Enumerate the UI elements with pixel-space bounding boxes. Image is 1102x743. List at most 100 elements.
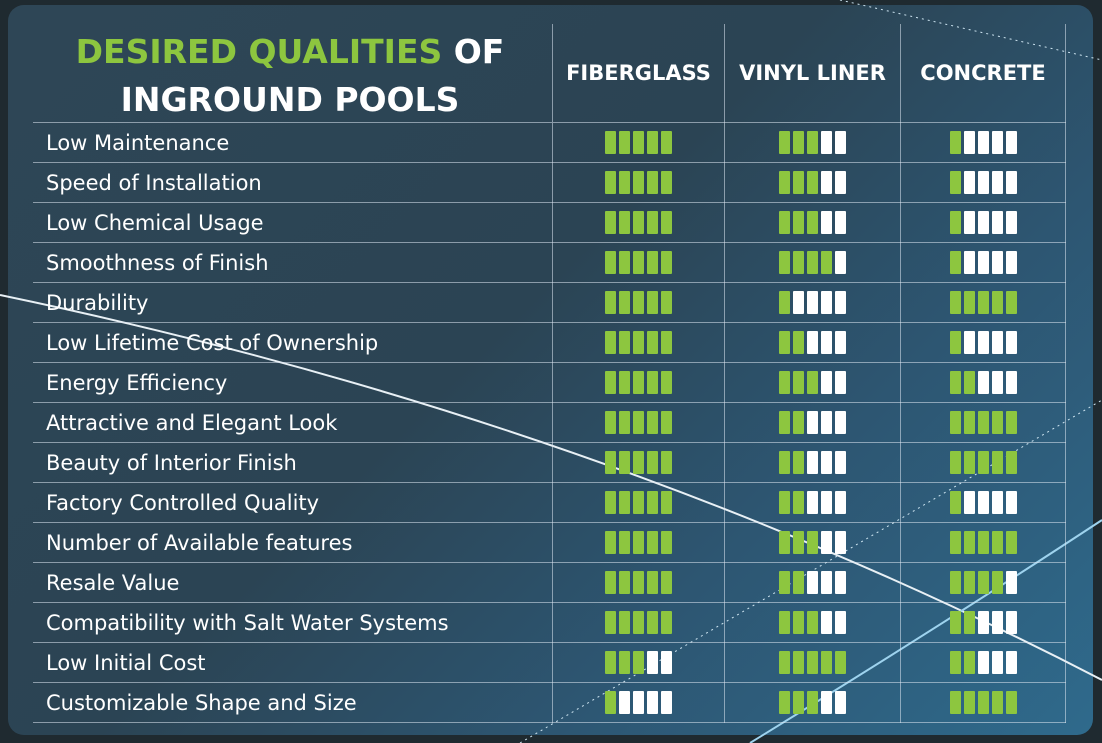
rating-segment-filled [963, 411, 975, 434]
rating-segment-empty [835, 171, 846, 194]
rating-bar [605, 451, 672, 474]
rating-segment-empty [963, 171, 975, 194]
rating-bar [779, 251, 846, 274]
row-label: Low Initial Cost [33, 642, 553, 683]
rating-segment-empty [1005, 251, 1017, 274]
table-row: Low Maintenance [33, 122, 1066, 163]
rating-bar [949, 131, 1017, 154]
rating-bar [605, 531, 672, 554]
rating-segment-empty [1005, 651, 1017, 674]
rating-segment-empty [807, 571, 818, 594]
rating-segment-empty [1005, 131, 1017, 154]
rating-segment-empty [835, 491, 846, 514]
row-label: Low Chemical Usage [33, 202, 553, 243]
rating-segment-filled [633, 131, 644, 154]
rating-cell-vinyl-liner [724, 162, 901, 203]
rating-segment-filled [605, 451, 616, 474]
rating-segment-filled [949, 331, 961, 354]
rating-segment-empty [821, 611, 832, 634]
row-label: Resale Value [33, 562, 553, 603]
rating-bar [605, 171, 672, 194]
rating-segment-filled [619, 171, 630, 194]
rating-segment-filled [963, 371, 975, 394]
rating-cell-vinyl-liner [724, 642, 901, 683]
rating-segment-filled [647, 211, 658, 234]
rating-segment-empty [807, 451, 818, 474]
rating-bar [779, 371, 846, 394]
rating-segment-filled [991, 531, 1003, 554]
rating-segment-empty [977, 251, 989, 274]
rating-bar [779, 531, 846, 554]
rating-bar [779, 411, 846, 434]
rating-cell-vinyl-liner [724, 482, 901, 523]
rating-segment-empty [807, 331, 818, 354]
rating-segment-filled [779, 611, 790, 634]
rating-cell-vinyl-liner [724, 282, 901, 323]
rating-bar [605, 371, 672, 394]
rating-segment-filled [633, 211, 644, 234]
rating-segment-filled [779, 411, 790, 434]
rating-bar [949, 491, 1017, 514]
rating-segment-empty [835, 291, 846, 314]
rating-segment-empty [647, 691, 658, 714]
rating-cell-fiberglass [552, 522, 725, 563]
rating-segment-filled [963, 571, 975, 594]
rating-segment-filled [661, 451, 672, 474]
rating-bar [949, 171, 1017, 194]
rating-segment-filled [1005, 451, 1017, 474]
rating-segment-filled [807, 371, 818, 394]
rating-segment-filled [949, 171, 961, 194]
rating-segment-filled [793, 451, 804, 474]
rating-segment-filled [963, 451, 975, 474]
table-row: Low Lifetime Cost of Ownership [33, 322, 1066, 363]
row-label: Attractive and Elegant Look [33, 402, 553, 443]
rating-segment-filled [835, 651, 846, 674]
table-row: Resale Value [33, 562, 1066, 603]
rating-cell-fiberglass [552, 402, 725, 443]
rating-segment-filled [619, 611, 630, 634]
rating-segment-empty [821, 131, 832, 154]
rating-segment-filled [807, 691, 818, 714]
rating-segment-filled [619, 491, 630, 514]
rating-segment-filled [647, 411, 658, 434]
rating-segment-empty [647, 651, 658, 674]
rating-segment-filled [661, 491, 672, 514]
rating-cell-concrete [900, 402, 1066, 443]
rating-segment-filled [647, 171, 658, 194]
rating-segment-filled [647, 331, 658, 354]
rating-segment-empty [835, 691, 846, 714]
rating-segment-filled [793, 371, 804, 394]
rating-segment-filled [793, 331, 804, 354]
rating-segment-empty [1005, 611, 1017, 634]
rating-cell-concrete [900, 602, 1066, 643]
rating-segment-filled [991, 571, 1003, 594]
rating-segment-empty [977, 331, 989, 354]
rating-bar [605, 571, 672, 594]
rating-segment-empty [963, 331, 975, 354]
rating-segment-filled [949, 451, 961, 474]
rating-segment-filled [949, 131, 961, 154]
rating-cell-fiberglass [552, 642, 725, 683]
rating-segment-filled [793, 251, 804, 274]
rating-segment-filled [963, 291, 975, 314]
rating-segment-empty [977, 171, 989, 194]
rating-bar [949, 611, 1017, 634]
rating-segment-filled [949, 371, 961, 394]
rating-cell-concrete [900, 522, 1066, 563]
rating-segment-filled [949, 211, 961, 234]
title-line1-rest: OF [442, 32, 505, 71]
rating-bar [605, 611, 672, 634]
rating-segment-filled [647, 291, 658, 314]
rating-cell-vinyl-liner [724, 362, 901, 403]
rating-cell-fiberglass [552, 282, 725, 323]
rating-segment-filled [647, 131, 658, 154]
rating-segment-filled [619, 571, 630, 594]
rating-segment-filled [949, 291, 961, 314]
rating-segment-filled [807, 211, 818, 234]
rating-bar [779, 651, 846, 674]
rating-segment-filled [949, 611, 961, 634]
rating-segment-filled [793, 651, 804, 674]
rating-bar [779, 171, 846, 194]
rating-segment-filled [807, 251, 818, 274]
rating-segment-filled [661, 611, 672, 634]
